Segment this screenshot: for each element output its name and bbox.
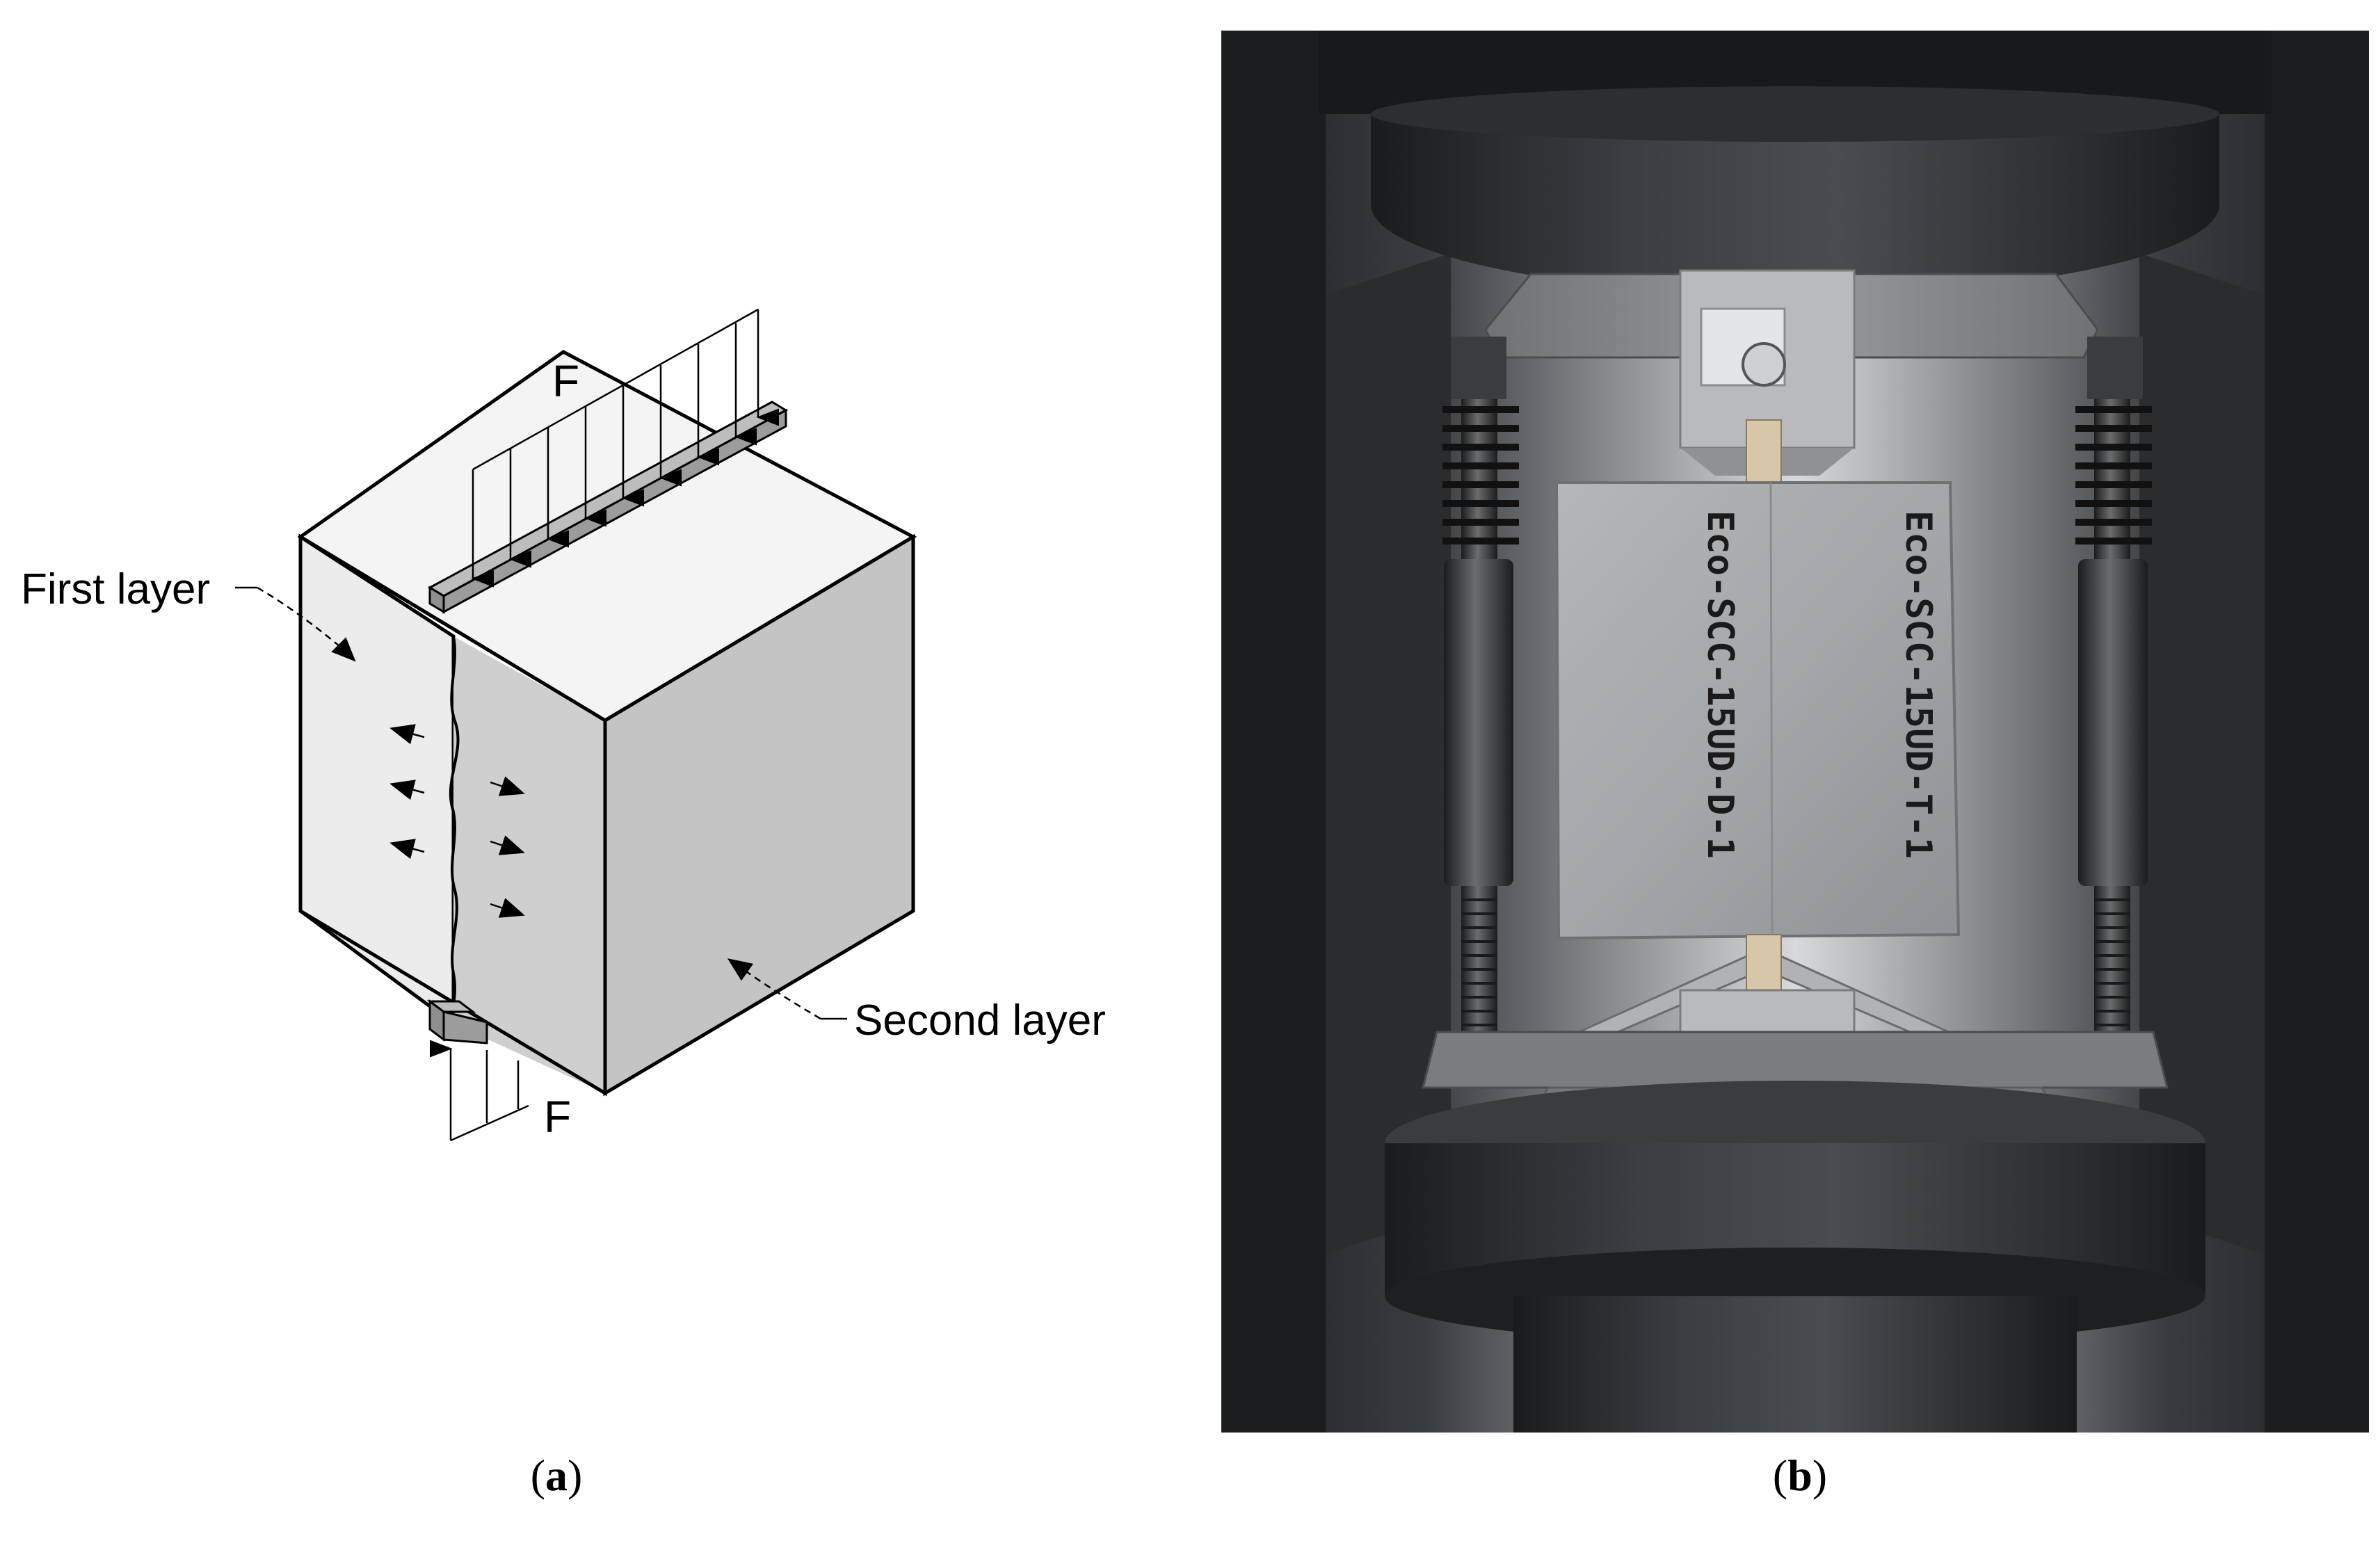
top-force-arrows — [471, 308, 779, 588]
first-layer-leader — [235, 586, 356, 662]
left-side-panel — [1326, 253, 1451, 1254]
caption-a: (a) — [530, 1451, 583, 1500]
splitting-test-schematic: F F First layer Second layer — [21, 308, 1106, 1142]
tension-arrows-first-layer — [389, 724, 425, 860]
layer-interface-line — [449, 636, 460, 1024]
lower-fixture-plate — [1422, 1031, 2169, 1089]
bottom-loading-strip — [426, 999, 488, 1044]
caption-b: (b) — [1772, 1451, 1828, 1500]
panel-b-photo: Eco-SCC-15UD-D-1 Eco-SCC-15UD-T-1 — [1221, 31, 2369, 1433]
lower-platen — [1385, 1081, 2205, 1433]
bottom-force-arrows — [430, 1040, 529, 1142]
right-side-panel — [2139, 253, 2265, 1254]
concrete-specimen: Eco-SCC-15UD-D-1 Eco-SCC-15UD-T-1 — [1554, 481, 1961, 940]
specimen-label-right: Eco-SCC-15UD-T-1 — [1897, 510, 1939, 859]
tension-arrows-second-layer — [490, 776, 525, 918]
right-column — [2265, 31, 2369, 1433]
left-guide-assembly — [1442, 337, 1519, 1046]
caption-a-letter: a — [545, 1451, 568, 1500]
right-guide-assembly — [2075, 337, 2152, 1046]
left-column — [1221, 31, 1326, 1433]
specimen-label-left: Eco-SCC-15UD-D-1 — [1699, 510, 1741, 859]
force-label-bottom: F — [544, 1092, 571, 1142]
second-layer-leader — [727, 958, 847, 1020]
panel-a-diagram: F F First layer Second layer — [21, 308, 1106, 1142]
upper-clamp — [1679, 269, 1856, 497]
caption-b-letter: b — [1787, 1451, 1812, 1500]
cube-front-face-second-layer — [453, 636, 605, 1093]
test-rig-photo: Eco-SCC-15UD-D-1 Eco-SCC-15UD-T-1 — [1221, 31, 2369, 1433]
force-label-top: F — [552, 356, 579, 406]
second-layer-label: Second layer — [854, 997, 1106, 1044]
first-layer-label: First layer — [21, 565, 210, 613]
